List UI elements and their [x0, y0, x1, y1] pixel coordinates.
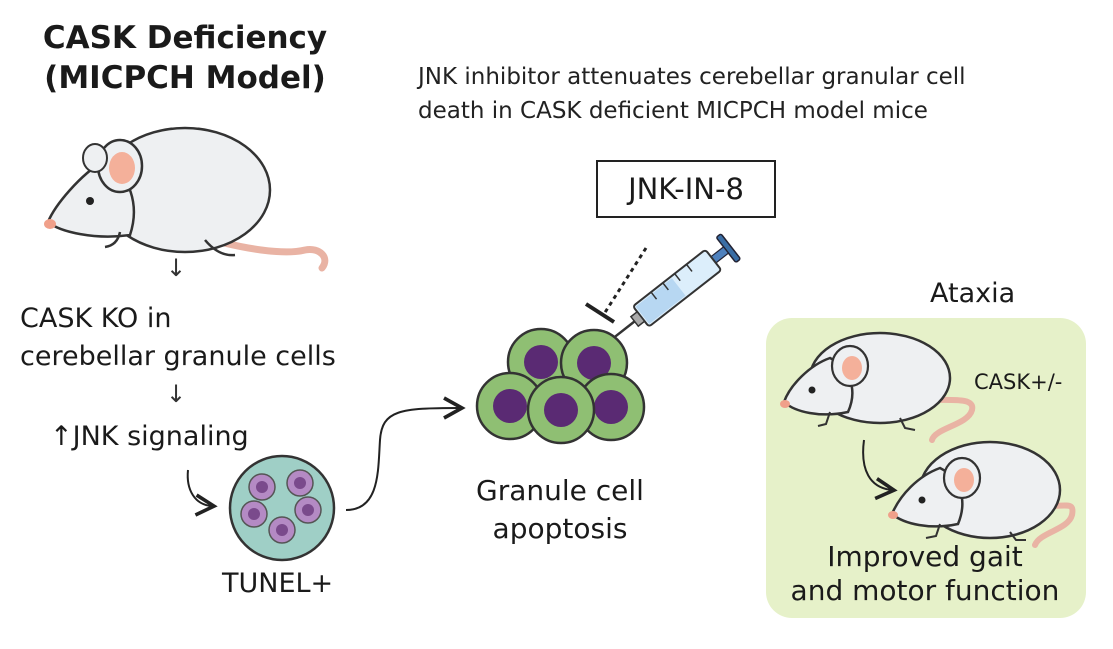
headline-line-1: JNK inhibitor attenuates cerebellar gran…	[418, 64, 966, 90]
title-line-1: CASK Deficiency	[42, 20, 328, 56]
apoptosis-line-1: Granule cell	[476, 474, 644, 507]
tunel-cell-icon	[228, 454, 336, 562]
arrow-improvement	[862, 439, 898, 501]
title-line-2: (MICPCH Model)	[44, 60, 326, 96]
ataxia-label: Ataxia	[930, 278, 1016, 309]
drug-label: JNK-IN-8	[628, 172, 744, 206]
up-arrow: ↑	[50, 421, 73, 452]
down-arrow-1: ↓	[166, 254, 187, 282]
arrow-to-tunel	[186, 469, 218, 517]
mouse-icon	[780, 331, 976, 443]
inhibition-icon	[584, 247, 648, 324]
step-cask-ko-line-1: CASK KO in	[20, 303, 172, 334]
apoptosis-label: Granule cell apoptosis	[455, 472, 665, 548]
outcome-line-2: and motor function	[790, 574, 1060, 607]
headline: JNK inhibitor attenuates cerebellar gran…	[418, 60, 1058, 128]
step-cask-ko: CASK KO in cerebellar granule cells	[20, 300, 336, 376]
mouse-icon	[888, 440, 1076, 548]
outcome-line-1: Improved gait	[827, 540, 1023, 573]
syringe-icon	[613, 233, 741, 339]
diagram-title: CASK Deficiency (MICPCH Model)	[20, 18, 350, 98]
tunel-label: TUNEL+	[222, 568, 334, 599]
mouse-icon	[44, 126, 329, 272]
arrow-to-apoptosis	[345, 396, 466, 511]
step-cask-ko-line-2: cerebellar granule cells	[20, 341, 336, 372]
outcome-result: Improved gait and motor function	[770, 540, 1080, 608]
headline-line-2: death in CASK deficient MICPCH model mic…	[418, 98, 928, 124]
step-jnk-signaling: ↑JNK signaling	[50, 418, 249, 456]
drug-label-box: JNK-IN-8	[596, 160, 776, 218]
apoptosis-line-2: apoptosis	[492, 512, 628, 545]
genotype-label: CASK+/-	[974, 370, 1063, 394]
cell-cluster-icon	[475, 327, 646, 445]
down-arrow-2: ↓	[166, 380, 187, 408]
step-jnk-label: JNK signaling	[72, 421, 249, 452]
